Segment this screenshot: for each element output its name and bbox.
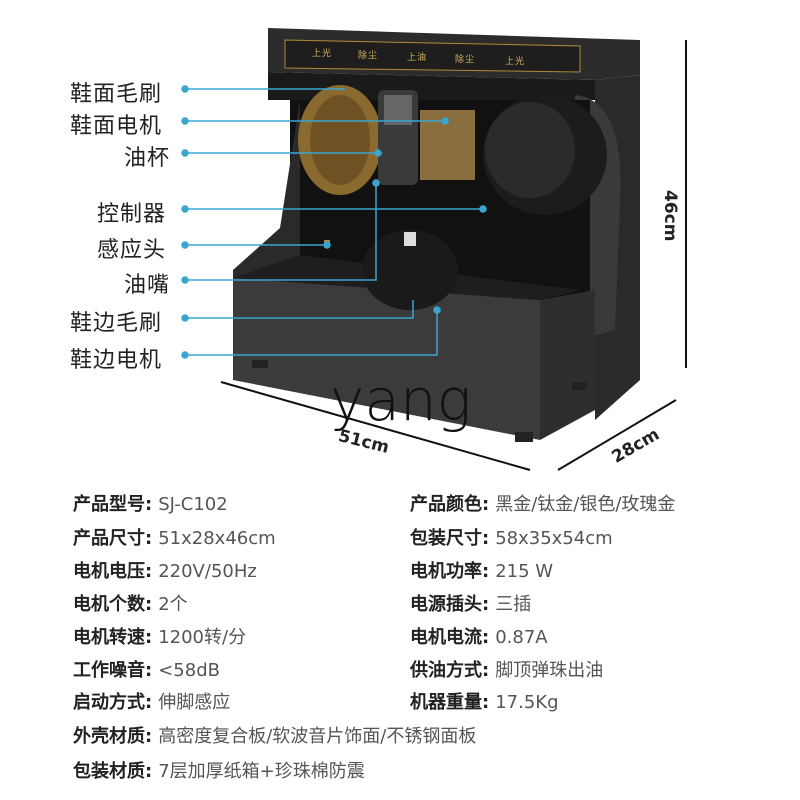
spec-key: 产品型号: xyxy=(73,494,153,515)
spec-key: 电机电压: xyxy=(73,561,153,582)
spec-row-left: 电机转速:1200转/分 xyxy=(73,623,246,649)
control-strip xyxy=(284,39,581,73)
spec-value: 220V/50Hz xyxy=(158,561,257,582)
product-illustration: 上光 除尘 上油 除尘 上光 鞋面毛刷 鞋面电机 油杯 控制器 感应头 油嘴 鞋… xyxy=(70,28,687,471)
spec-row-right: 电机功率:215 W xyxy=(410,557,553,583)
panel-button-3: 上油 xyxy=(407,53,428,63)
spec-key: 电机电流: xyxy=(410,627,490,648)
spec-key: 启动方式: xyxy=(73,692,153,713)
spec-row-right: 产品颜色:黑金/钛金/银色/玫瑰金 xyxy=(410,490,675,516)
spec-row-left: 外壳材质:高密度复合板/软波音片饰面/不锈钢面板 xyxy=(73,722,476,748)
spec-key: 工作噪音: xyxy=(73,660,153,681)
spec-row-left: 电机电压:220V/50Hz xyxy=(73,557,257,583)
spec-value: 7层加厚纸箱+珍珠棉防震 xyxy=(158,761,365,782)
spec-key: 电源插头: xyxy=(410,594,490,615)
spec-key: 产品尺寸: xyxy=(73,528,153,549)
spec-key: 电机功率: xyxy=(410,561,490,582)
spec-row-right: 供油方式:脚顶弹珠出油 xyxy=(410,656,603,682)
spec-row-right: 包装尺寸:58x35x54cm xyxy=(410,524,613,550)
dimension-lines xyxy=(220,40,687,471)
spec-value: 脚顶弹珠出油 xyxy=(495,660,604,681)
shoe-polisher-drawing xyxy=(181,28,687,471)
label-oil-cup: 油杯 xyxy=(124,146,171,171)
dimension-height: 46cm xyxy=(660,190,680,242)
spec-key: 产品颜色: xyxy=(410,494,490,515)
spec-value: 17.5Kg xyxy=(495,692,559,713)
watermark: yang xyxy=(330,366,472,434)
spec-key: 包装材质: xyxy=(73,761,153,782)
callout-lines xyxy=(181,85,487,359)
spec-value: 黑金/钛金/银色/玫瑰金 xyxy=(495,494,676,515)
spec-key: 电机转速: xyxy=(73,627,153,648)
spec-row-left: 工作噪音:<58dB xyxy=(73,656,220,682)
label-shoe-top-brush: 鞋面毛刷 xyxy=(70,82,163,107)
label-oil-nozzle: 油嘴 xyxy=(124,273,171,298)
spec-row-right: 电源插头:三插 xyxy=(410,590,531,616)
spec-key: 供油方式: xyxy=(410,660,490,681)
spec-key: 包装尺寸: xyxy=(410,528,490,549)
panel-button-2: 除尘 xyxy=(358,51,379,61)
spec-value: SJ-C102 xyxy=(158,494,228,515)
spec-key: 电机个数: xyxy=(73,594,153,615)
spec-value: 215 W xyxy=(495,561,554,582)
label-shoe-top-motor: 鞋面电机 xyxy=(70,114,163,139)
spec-key: 机器重量: xyxy=(410,692,490,713)
spec-value: 58x35x54cm xyxy=(495,528,613,549)
spec-value: 伸脚感应 xyxy=(158,692,231,713)
spec-value: 1200转/分 xyxy=(158,627,247,648)
spec-row-right: 机器重量:17.5Kg xyxy=(410,688,559,714)
spec-row-left: 产品型号:SJ-C102 xyxy=(73,490,228,516)
spec-key: 外壳材质: xyxy=(73,726,153,747)
label-sensor-head: 感应头 xyxy=(97,238,167,263)
panel-button-4: 除尘 xyxy=(455,55,476,65)
panel-button-5: 上光 xyxy=(505,57,526,67)
spec-value: 51x28x46cm xyxy=(158,528,276,549)
spec-row-left: 电机个数:2个 xyxy=(73,590,188,616)
spec-row-right: 电机电流:0.87A xyxy=(410,623,548,649)
spec-row-left: 包装材质:7层加厚纸箱+珍珠棉防震 xyxy=(73,757,365,783)
label-shoe-side-motor: 鞋边电机 xyxy=(70,348,163,373)
spec-value: 0.87A xyxy=(495,627,548,648)
label-shoe-side-brush: 鞋边毛刷 xyxy=(70,311,163,336)
label-controller: 控制器 xyxy=(97,202,167,227)
spec-value: 高密度复合板/软波音片饰面/不锈钢面板 xyxy=(158,726,477,747)
spec-value: <58dB xyxy=(158,660,220,681)
spec-row-left: 启动方式:伸脚感应 xyxy=(73,688,230,714)
spec-row-left: 产品尺寸:51x28x46cm xyxy=(73,524,276,550)
spec-value: 2个 xyxy=(158,594,188,615)
shoe-side-brush xyxy=(362,230,458,310)
spec-value: 三插 xyxy=(495,594,532,615)
panel-button-1: 上光 xyxy=(312,49,333,59)
